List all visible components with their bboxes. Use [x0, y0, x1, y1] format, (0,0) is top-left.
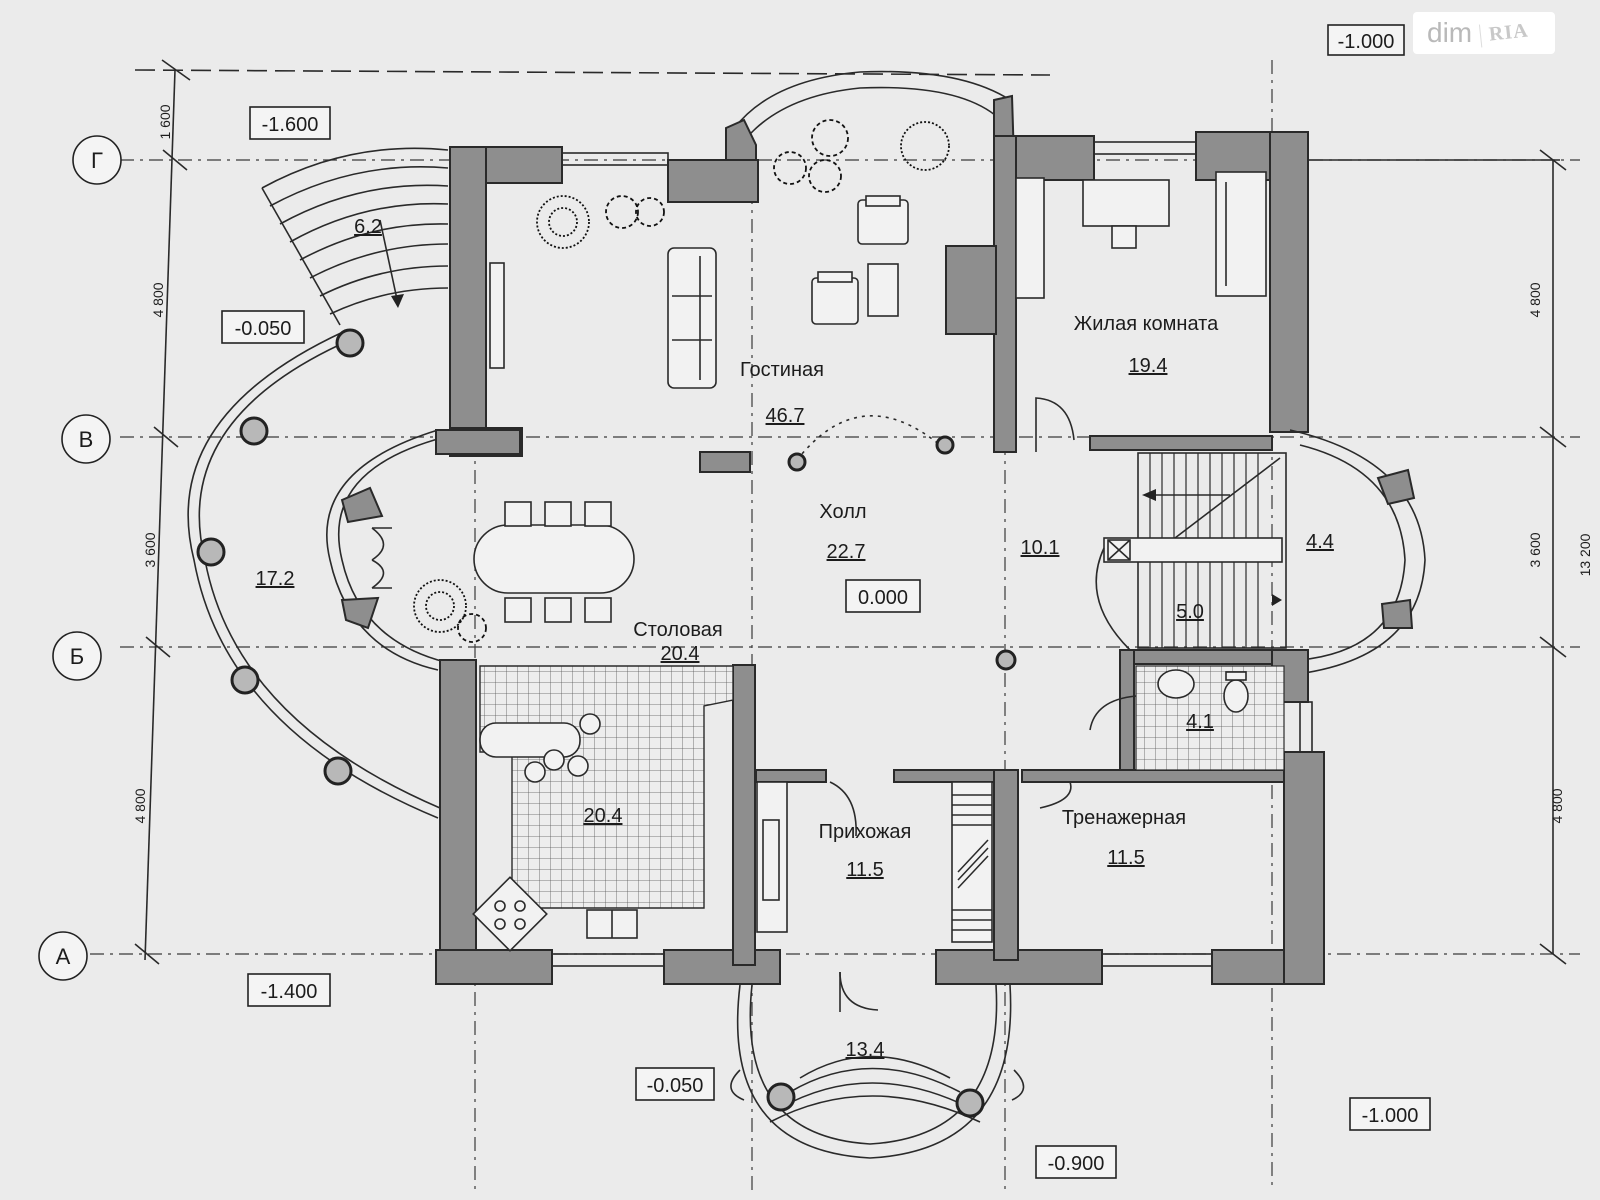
- room-area-living: 46.7: [766, 405, 805, 427]
- dim-right-1: 4 800: [1527, 282, 1543, 317]
- column: [995, 649, 1017, 671]
- plants: [413, 119, 950, 643]
- column: [230, 665, 260, 695]
- room-area-kitchen: 20.4: [584, 805, 623, 827]
- column: [335, 328, 365, 358]
- level-marks: -1.600 -0.050 -1.400 0.000 -1.000 -1.000…: [221, 24, 1431, 1179]
- column: [196, 537, 226, 567]
- level-bottom-right: -1.000: [1362, 1105, 1419, 1127]
- level-bottom-left: -1.400: [261, 981, 318, 1003]
- axis-label-a: А: [56, 944, 71, 969]
- axis-bubble-g: [72, 135, 122, 185]
- room-area-terrace: 17.2: [256, 568, 295, 590]
- room-area-bedroom: 19.4: [1129, 355, 1168, 377]
- wc: [1089, 665, 1285, 771]
- axis-label-g: Г: [91, 148, 103, 173]
- room-area-gym: 11.5: [1107, 847, 1144, 869]
- dimria-logo[interactable]: dim RIA: [1413, 12, 1555, 54]
- left-terrace: [187, 328, 446, 819]
- windows: [551, 141, 1313, 967]
- room-area-dining: 20.4: [661, 643, 700, 665]
- level-left-terrace: -0.050: [235, 318, 292, 340]
- level-bottom-center: -0.900: [1048, 1153, 1105, 1175]
- outer-stair: [261, 147, 449, 326]
- axis-label-v: В: [79, 427, 94, 452]
- bedroom-furniture: [1015, 171, 1267, 452]
- column: [239, 416, 269, 446]
- dim-right-total: 13 200: [1577, 533, 1593, 576]
- dim-left-4: 4 800: [132, 788, 148, 823]
- logo-text-ria: RIA: [1479, 19, 1530, 47]
- walls: [435, 131, 1426, 985]
- column: [323, 756, 353, 786]
- room-area-stairs: 5.0: [1176, 601, 1204, 623]
- room-name-entry: Прихожая: [819, 821, 912, 843]
- entry-details: [756, 781, 1072, 943]
- room-name-bedroom: Жилая комната: [1074, 313, 1219, 335]
- dim-left-3: 3 600: [142, 532, 158, 567]
- column: [766, 1082, 796, 1112]
- room-name-dining: Столовая: [633, 619, 722, 641]
- level-porch: -0.050: [647, 1075, 704, 1097]
- logo-text-dim: dim: [1427, 17, 1473, 48]
- column: [787, 452, 807, 472]
- column: [955, 1088, 985, 1118]
- dim-right-2: 3 600: [1527, 532, 1543, 567]
- level-top-left: -1.600: [262, 114, 319, 136]
- left-dimension-chain: 1 600 4 800 3 600 4 800: [132, 59, 191, 965]
- room-labels: Гостиная 46.7 Жилая комната 19.4 Холл 22…: [256, 216, 1334, 1061]
- dim-right-3: 4 800: [1549, 788, 1565, 823]
- room-name-hall: Холл: [819, 501, 866, 523]
- room-area-outer-stair: 6.2: [354, 216, 382, 238]
- room-name-living: Гостиная: [740, 359, 824, 381]
- column: [935, 435, 955, 455]
- axis-bubbles: Г В Б А: [38, 135, 122, 981]
- axis-bubble-a: [38, 931, 88, 981]
- level-top-right: -1.000: [1338, 31, 1395, 53]
- hall-staircase: [1095, 452, 1287, 651]
- axis-bubble-b: [52, 631, 102, 681]
- level-hall-floor: 0.000: [858, 587, 908, 609]
- dining-table: [473, 501, 635, 623]
- room-area-wc: 4.1: [1186, 711, 1214, 733]
- room-area-bay-right: 4.4: [1306, 531, 1334, 553]
- room-area-stair-hall: 10.1: [1021, 537, 1060, 559]
- axis-bubble-v: [61, 414, 111, 464]
- dim-left-1: 1 600: [157, 104, 173, 139]
- kitchen: [472, 665, 734, 952]
- right-dimension-chain: 4 800 3 600 4 800 13 200: [1527, 149, 1593, 965]
- axis-label-b: Б: [70, 644, 84, 669]
- room-area-hall: 22.7: [827, 541, 866, 563]
- room-area-porch: 13.4: [846, 1039, 885, 1061]
- living-furniture: [489, 195, 955, 472]
- dim-left-2: 4 800: [150, 282, 166, 317]
- room-name-gym: Тренажерная: [1062, 807, 1186, 829]
- porch: [730, 971, 1025, 1159]
- room-area-entry: 11.5: [846, 859, 883, 881]
- top-bay: [725, 70, 1016, 201]
